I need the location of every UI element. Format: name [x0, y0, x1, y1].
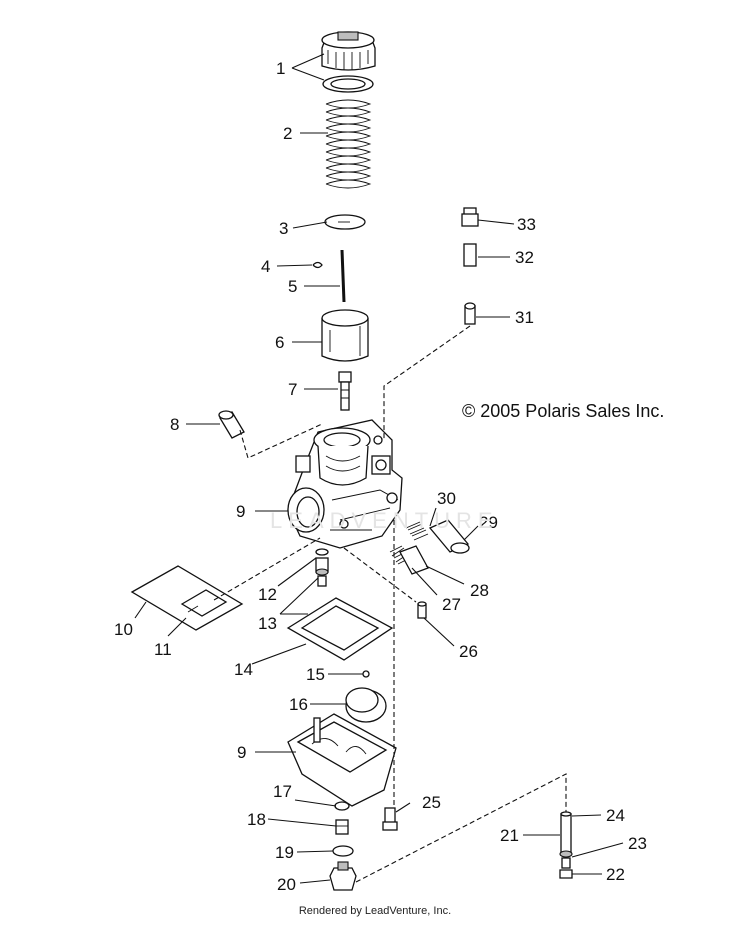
part-cable-cap: [218, 410, 245, 439]
part-choke-plunger: [464, 302, 476, 325]
part-washer: [334, 801, 350, 811]
copyright-notice: © 2005 Polaris Sales Inc.: [462, 401, 665, 421]
assembly-line-cable: [239, 423, 323, 459]
callout-25: 25: [422, 793, 441, 812]
callout-6: 6: [275, 333, 284, 352]
part-float-pin: [362, 670, 370, 678]
callout-29: 29: [479, 513, 498, 532]
callout-19: 19: [275, 843, 294, 862]
part-idle-screw: [405, 519, 470, 554]
callout-1: 1: [276, 59, 285, 78]
part-float: [345, 687, 387, 723]
callout-9-body: 9: [236, 502, 245, 521]
part-spring: [325, 99, 372, 189]
callout-5: 5: [288, 277, 297, 296]
footer-credit: Rendered by LeadVenture, Inc.: [298, 905, 452, 917]
callout-4: 4: [261, 257, 270, 276]
callout-17: 17: [273, 782, 292, 801]
part-throttle-slide: [321, 309, 369, 362]
callout-16: 16: [289, 695, 308, 714]
part-cap-gasket: [322, 75, 374, 93]
watermark: LEADVENTURE: [270, 508, 499, 533]
part-overflow-tube: [559, 811, 573, 879]
part-needle: [340, 249, 346, 303]
callout-2: 2: [283, 124, 292, 143]
callout-8: 8: [170, 415, 179, 434]
part-choke-nut: [461, 207, 479, 227]
callout-32: 32: [515, 248, 534, 267]
part-clip: [312, 261, 323, 269]
part-retainer: [324, 214, 366, 230]
part-pilot-screw: [389, 545, 429, 575]
callout-10: 10: [114, 620, 133, 639]
callout-20: 20: [277, 875, 296, 894]
callout-22: 22: [606, 865, 625, 884]
assembly-line-tube: [355, 773, 567, 883]
part-carb-body: [287, 419, 403, 549]
callout-12: 12: [258, 585, 277, 604]
part-bowl-nut: [329, 861, 357, 891]
callouts: 1 2 3 4 5 6 7 8 9 9 10 11 12 13 14 15 16…: [114, 59, 647, 894]
callout-9-bowl: 9: [237, 743, 246, 762]
part-drain-plug: [335, 819, 349, 835]
part-needle-jet: [338, 371, 352, 411]
callout-33: 33: [517, 215, 536, 234]
callout-30: 30: [437, 489, 456, 508]
part-main-jet: [315, 548, 329, 587]
callout-24: 24: [606, 806, 625, 825]
part-cap: [321, 31, 376, 71]
callout-18: 18: [247, 810, 266, 829]
part-gasket-plate: [130, 565, 244, 631]
assembly-line-gasket: [213, 537, 321, 601]
callout-28: 28: [470, 581, 489, 600]
leader-lines: [134, 53, 624, 884]
callout-26: 26: [459, 642, 478, 661]
part-bowl-screw: [382, 807, 398, 831]
callout-27: 27: [442, 595, 461, 614]
callout-14: 14: [234, 660, 253, 679]
callout-13: 13: [258, 614, 277, 633]
callout-3: 3: [279, 219, 288, 238]
callout-23: 23: [628, 834, 647, 853]
part-choke-spring: [463, 243, 477, 267]
part-float-bowl: [287, 713, 397, 807]
callout-31: 31: [515, 308, 534, 327]
callout-15: 15: [306, 665, 325, 684]
assembly-line-vent: [343, 547, 417, 603]
part-bowl-gasket: [286, 597, 394, 661]
callout-11: 11: [154, 640, 172, 659]
assembly-line-choke: [383, 325, 471, 440]
part-oring: [332, 845, 354, 857]
callout-21: 21: [500, 826, 519, 845]
callout-7: 7: [288, 380, 297, 399]
part-vent-fitting: [417, 601, 427, 619]
